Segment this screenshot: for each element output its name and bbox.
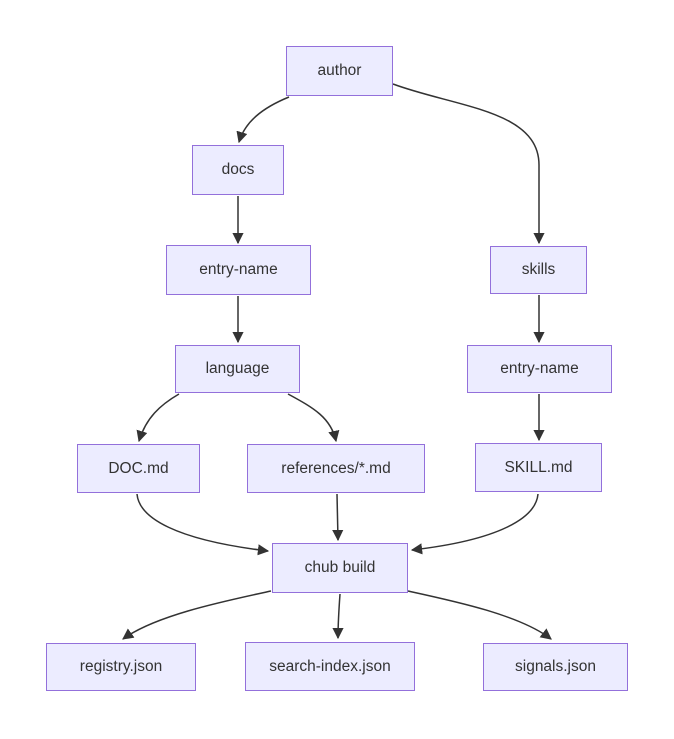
node-chub-build: chub build <box>272 543 408 593</box>
node-registry-json: registry.json <box>46 643 196 691</box>
edge-language-references-md <box>287 393 340 443</box>
edge-references-md-chub-build <box>332 493 344 542</box>
node-signals-json: signals.json <box>483 643 628 691</box>
edge-author-skills <box>392 83 545 245</box>
node-skills-entry-name: entry-name <box>467 345 612 393</box>
edge-chub-build-signals-json <box>407 590 552 640</box>
node-skill-md: SKILL.md <box>475 443 602 492</box>
node-skills: skills <box>490 246 587 294</box>
edge-chub-build-registry-json <box>122 590 272 640</box>
node-docs-entry-name: entry-name <box>166 245 311 295</box>
node-language: language <box>175 345 300 393</box>
node-author: author <box>286 46 393 96</box>
edge-skill-md-chub-build <box>410 493 539 555</box>
node-search-index-json: search-index.json <box>245 642 415 691</box>
node-doc-md: DOC.md <box>77 444 200 493</box>
node-docs: docs <box>192 145 284 195</box>
edge-author-docs <box>236 96 290 144</box>
edge-language-doc-md <box>136 393 180 443</box>
edge-doc-md-chub-build <box>136 493 270 556</box>
edge-chub-build-search-index-json <box>332 593 344 640</box>
node-references-md: references/*.md <box>247 444 425 493</box>
